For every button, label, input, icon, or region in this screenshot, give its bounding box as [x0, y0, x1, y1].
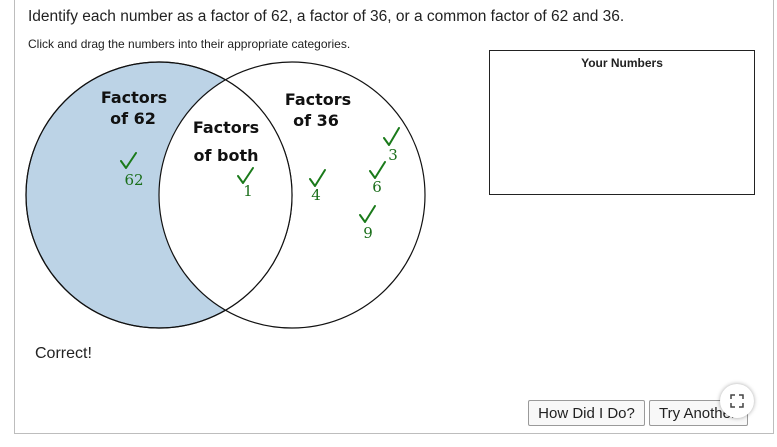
number-9: 9 — [363, 224, 373, 242]
right-label-line2: of 36 — [293, 111, 339, 130]
left-label-line2: of 62 — [110, 109, 156, 128]
placed-number-6[interactable]: 6 — [369, 161, 386, 196]
how-did-i-do-button[interactable]: How Did I Do? — [528, 400, 645, 426]
question-text: Identify each number as a factor of 62, … — [28, 8, 625, 25]
checkmark-icon — [369, 161, 386, 179]
factors-of-36-region[interactable] — [158, 61, 426, 329]
number-6: 6 — [372, 178, 382, 196]
factors-of-both-region[interactable] — [26, 62, 292, 328]
your-numbers-title: Your Numbers — [581, 56, 663, 70]
left-circle-outline — [25, 61, 293, 329]
expand-button[interactable] — [720, 384, 754, 418]
expand-icon — [730, 394, 744, 408]
number-3: 3 — [388, 146, 398, 164]
middle-label-line1: Factors — [193, 118, 259, 137]
placed-number-3[interactable]: 3 — [383, 127, 400, 164]
checkmark-icon — [383, 127, 400, 146]
feedback-text: Correct! — [35, 345, 92, 362]
activity-frame — [14, 0, 774, 434]
placed-number-62[interactable]: 62 — [120, 152, 144, 189]
checkmark-icon — [359, 205, 376, 223]
checkmark-icon — [120, 152, 137, 169]
number-62: 62 — [124, 171, 143, 189]
left-label-line1: Factors — [101, 88, 167, 107]
placed-number-4[interactable]: 4 — [309, 169, 326, 204]
checkmark-icon — [237, 167, 254, 184]
venn-diagram: Factors of 62 Factors of both Factors of… — [25, 61, 426, 329]
middle-label-line2: of both — [193, 146, 258, 165]
placed-number-1[interactable]: 1 — [237, 167, 254, 200]
number-4: 4 — [311, 186, 321, 204]
right-label-line1: Factors — [285, 90, 351, 109]
checkmark-icon — [309, 169, 326, 187]
instructions-text: Click and drag the numbers into their ap… — [28, 37, 351, 51]
placed-number-9[interactable]: 9 — [359, 205, 376, 242]
number-1: 1 — [243, 182, 253, 200]
your-numbers-bin[interactable]: Your Numbers — [489, 50, 755, 195]
